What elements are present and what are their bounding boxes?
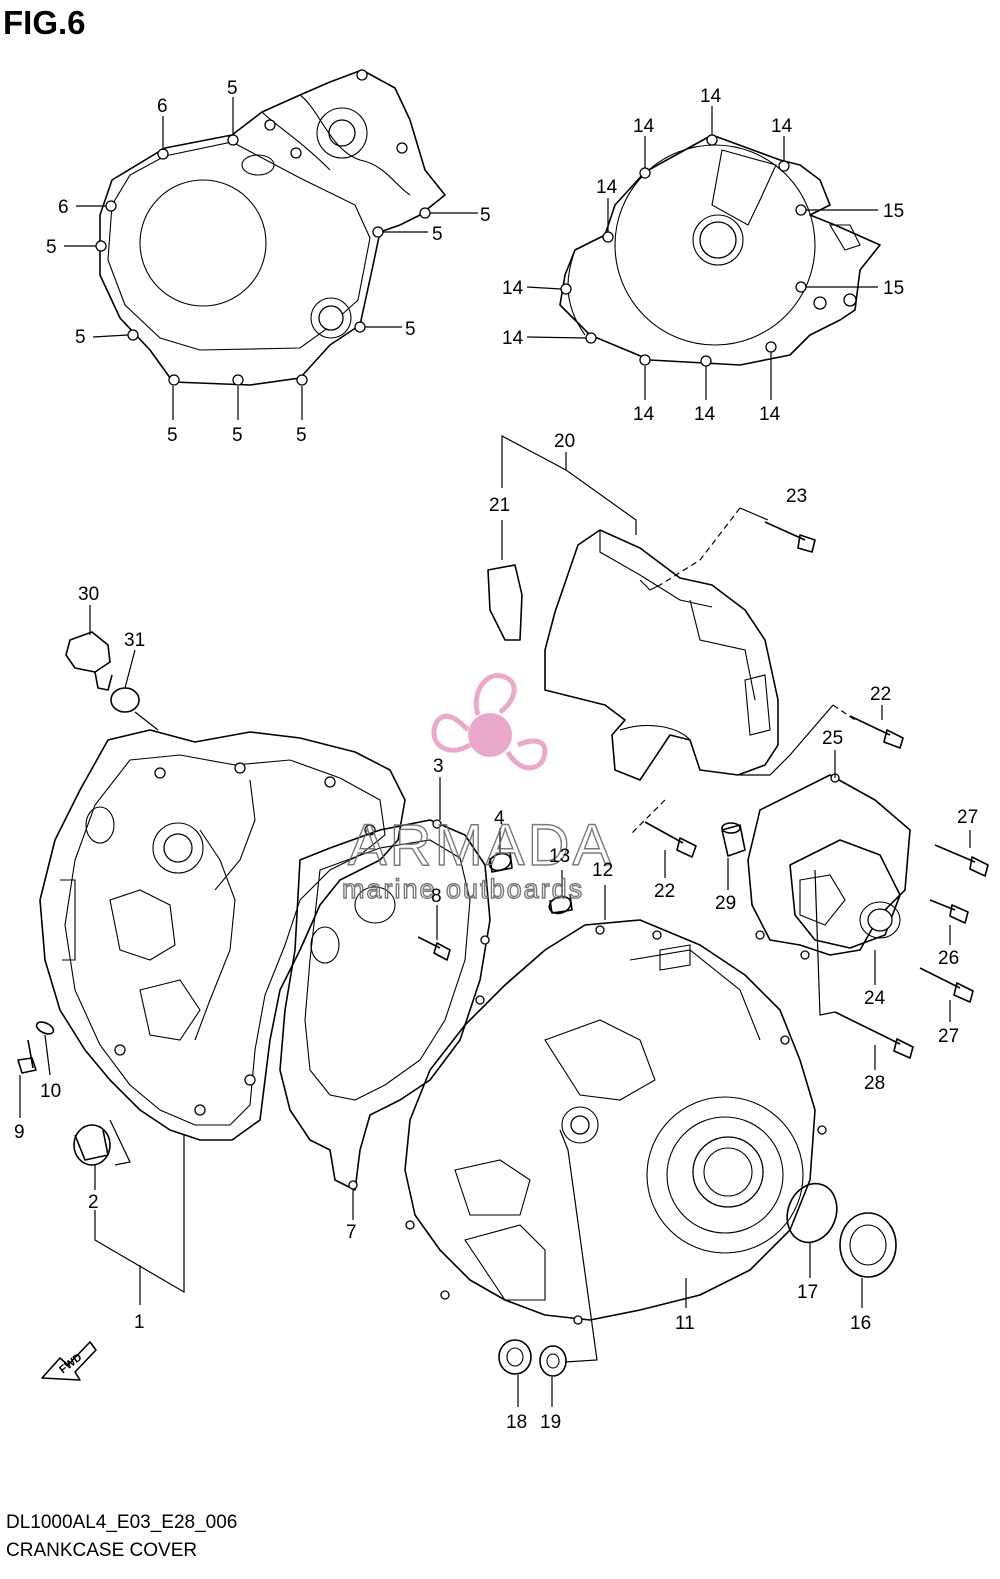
callout-24: 24 (864, 988, 886, 1009)
callout-10: 10 (40, 1081, 61, 1102)
callout-13: 13 (549, 846, 570, 867)
watermark-tagline: marine outboards (342, 874, 584, 904)
callout-2: 2 (88, 1192, 99, 1213)
callout-25: 25 (822, 728, 843, 749)
dowel-pins (488, 851, 573, 915)
callout-26: 26 (938, 948, 959, 969)
callout-16: 16 (850, 1313, 871, 1334)
callout-5: 5 (480, 205, 491, 226)
cover-24 (747, 773, 911, 960)
callout-21: 21 (489, 495, 510, 516)
callout-3: 3 (433, 756, 444, 777)
diagram-code: DL1000AL4_E03_E28_006 (6, 1512, 238, 1533)
callout-14: 14 (502, 328, 524, 349)
spacer-29 (721, 822, 746, 857)
callout-7: 7 (346, 1222, 357, 1243)
callout-15: 15 (883, 201, 904, 222)
callout-6: 6 (58, 197, 69, 218)
watermark-name: ARMADA (348, 813, 614, 878)
callout-9: 9 (14, 1122, 25, 1143)
callout-5: 5 (296, 425, 307, 446)
callout-31: 31 (124, 630, 145, 651)
propeller-icon (431, 673, 548, 771)
clutch-cover-outline (95, 69, 446, 386)
callout-5: 5 (232, 425, 243, 446)
callout-4: 4 (494, 808, 505, 829)
callout-8: 8 (431, 886, 442, 907)
callout-5: 5 (405, 319, 416, 340)
callout-15: 15 (883, 278, 904, 299)
callout-27: 27 (957, 807, 978, 828)
bolts (17, 521, 989, 1074)
callout-14: 14 (633, 404, 655, 425)
callout-14: 14 (633, 116, 655, 137)
callout-14: 14 (771, 116, 793, 137)
gasket-7 (279, 819, 491, 1191)
callout-23: 23 (786, 486, 807, 507)
callout-22: 22 (870, 684, 891, 705)
callout-14: 14 (700, 86, 722, 107)
crankcase-cover-11 (404, 919, 827, 1325)
callout-20: 20 (554, 431, 575, 452)
callout-18: 18 (506, 1412, 527, 1433)
callout-11: 11 (675, 1313, 695, 1334)
callout-5: 5 (167, 425, 178, 446)
callout-30: 30 (78, 584, 99, 605)
generator-cover-outline (559, 134, 881, 367)
leader-lines (19, 97, 971, 1407)
callout-14: 14 (759, 404, 781, 425)
callout-29: 29 (715, 893, 736, 914)
fwd-arrow-icon: FWD (41, 1341, 97, 1381)
callout-6: 6 (157, 96, 168, 117)
section-title: CRANKCASE COVER (6, 1540, 198, 1561)
callout-12: 12 (592, 860, 613, 881)
callout-28: 28 (864, 1073, 885, 1094)
callout-14: 14 (502, 278, 524, 299)
plugs-and-seals (73, 1124, 897, 1377)
callout-14: 14 (694, 404, 716, 425)
callout-labels: 5 6 6 5 5 5 5 5 5 5 5 14 14 14 14 15 14 … (14, 78, 978, 1433)
callout-19: 19 (540, 1412, 561, 1433)
callout-14: 14 (596, 177, 618, 198)
cover-plate-20 (487, 529, 779, 781)
callout-5: 5 (432, 224, 443, 245)
callout-5: 5 (46, 237, 57, 258)
figure-title: FIG.6 (3, 4, 86, 41)
callout-5: 5 (75, 327, 86, 348)
callout-22: 22 (654, 881, 675, 902)
callout-5: 5 (227, 78, 238, 99)
callout-1: 1 (134, 1312, 145, 1333)
crankcase-cover-1 (39, 729, 406, 1141)
callout-17: 17 (797, 1282, 818, 1303)
fwd-label: FWD (57, 1351, 84, 1376)
watermark-logo: ARMADA marine outboards (341, 673, 614, 905)
callout-27: 27 (938, 1026, 959, 1047)
